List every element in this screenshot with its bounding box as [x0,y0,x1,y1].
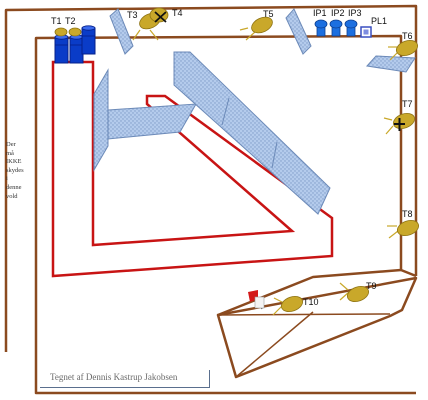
track-outer [51,60,334,278]
pl-plate-icon [360,26,372,38]
note-line: denne [6,183,22,191]
lower-bay-line [217,313,391,316]
panel-diagonal-seam-2 [271,141,278,169]
lower-bay-outer [216,276,418,379]
target-disc-icon [272,296,304,316]
target-disc-icon [339,282,370,302]
firing-track [51,60,334,278]
target-disc-icon [387,220,420,239]
ip-post-icon [344,19,358,37]
panel-left [93,68,109,172]
label-t2: T2 [65,16,76,26]
ip-post-icon [314,19,328,37]
target-disc-icon [54,27,82,37]
ip-post-icon [329,19,343,37]
label-t6: T6 [402,31,413,41]
panel-t5 [285,8,312,55]
lower-bay-top [217,268,402,317]
note-line: vold [6,192,18,200]
label-t9: T9 [366,281,377,291]
target-disc-icon [239,16,273,41]
label-ip3: IP3 [348,8,362,18]
target-disc-icon [388,40,419,61]
note-line: Der [6,141,16,148]
berm-wall-outer [4,4,418,352]
label-t5: T5 [263,9,274,19]
label-t4: T4 [172,8,183,18]
target-disc-icon [149,7,169,23]
berm-wall-bottom [34,355,416,395]
note-line: må [6,149,14,157]
label-t10: T10 [303,297,319,307]
barrel-icon [81,25,96,55]
lower-bay-divider [235,311,314,378]
ip-posts [314,19,372,38]
barrel-icon [69,34,84,64]
label-t7: T7 [402,99,413,109]
note-line: IKKE [6,158,22,166]
targets [132,7,420,316]
panel-diagonal-seam-1 [221,97,230,126]
berm-wall-inner [34,34,417,355]
panel-t6 [366,55,416,73]
label-t1: T1 [51,16,62,26]
label-pl1: PL1 [371,16,387,26]
panels [93,8,416,215]
barrel-icon [54,34,69,64]
label-t3: T3 [127,10,138,20]
label-ip2: IP2 [331,8,345,18]
no-shooting-note: Der må IKKE skydes i denne vold [6,141,32,201]
panel-t3 [109,8,134,55]
panel-middle [107,103,197,140]
label-t8: T8 [402,209,413,219]
panel-diagonal [173,51,331,215]
flag-icon [248,290,265,310]
note-line: i [6,175,8,183]
berm-walls [4,4,418,395]
note-line: skydes [6,166,24,174]
target-disc-icon [383,113,416,135]
labels: T1 T2 T3 T4 T5 T6 T7 T8 T9 T10 IP1 IP2 I… [51,8,413,307]
label-ip1: IP1 [313,8,327,18]
author-credit: Tegnet af Dennis Kastrup Jakobsen [40,370,210,388]
barrels [54,25,96,64]
cross-mark-icon [394,118,405,131]
